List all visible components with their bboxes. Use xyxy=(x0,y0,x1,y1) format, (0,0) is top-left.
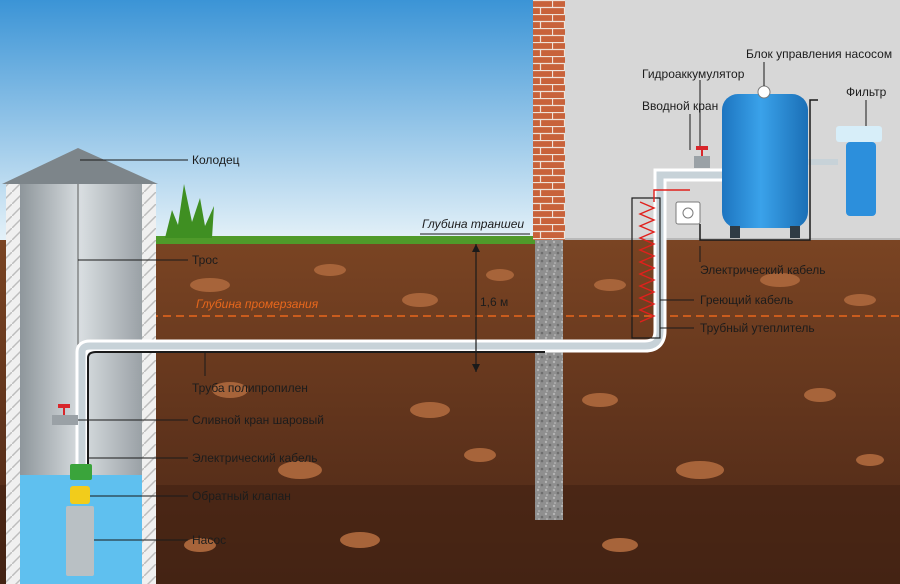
label-filter: Фильтр xyxy=(846,85,887,99)
check-valve-coupling xyxy=(70,464,92,480)
label-heating-cable: Греющий кабель xyxy=(700,293,793,307)
pump-control-unit xyxy=(757,85,771,99)
label-cable-well: Электрический кабель xyxy=(192,451,318,465)
pipe-insulation xyxy=(631,197,661,339)
label-pp-pipe: Труба полипропилен xyxy=(192,381,308,395)
well-wall-right xyxy=(142,184,156,584)
label-pump: Насос xyxy=(192,533,226,547)
well-wall-left xyxy=(6,184,20,584)
foundation xyxy=(535,240,563,520)
grass-strip xyxy=(150,236,540,244)
soil-stones xyxy=(184,264,884,552)
filter xyxy=(846,142,876,216)
ball-valve-body xyxy=(52,415,78,425)
inlet-valve xyxy=(694,156,710,168)
label-accumulator: Гидроаккумулятор xyxy=(642,67,745,81)
pump xyxy=(66,506,94,576)
label-well: Колодец xyxy=(192,153,240,167)
label-rope: Трос xyxy=(192,253,218,267)
label-inlet-valve: Вводной кран xyxy=(642,99,718,113)
well-electric-cable xyxy=(87,351,545,470)
heating-cable-lead xyxy=(653,189,690,202)
socket xyxy=(675,201,701,225)
brick-wall xyxy=(533,0,565,240)
leader-lines xyxy=(78,62,867,541)
heating-cable xyxy=(638,201,656,323)
accumulator xyxy=(722,94,808,228)
label-pump-control: Блок управления насосом xyxy=(746,47,892,61)
label-trench-depth: Глубина траншеи xyxy=(422,217,524,231)
ball-valve-handle xyxy=(58,404,70,408)
label-freeze-depth: Глубина промерзания xyxy=(196,297,319,311)
house-electric-cable xyxy=(699,99,818,241)
check-valve xyxy=(70,486,90,504)
label-check-valve: Обратный клапан xyxy=(192,489,291,503)
label-ball-valve: Сливной кран шаровый xyxy=(192,413,324,427)
label-depth-value: 1,6 м xyxy=(480,295,508,309)
grass-tuft xyxy=(165,184,214,238)
label-pipe-insulation: Трубный утеплитель xyxy=(700,321,815,335)
filter-cap xyxy=(836,126,882,142)
well-roof xyxy=(2,148,158,184)
label-cable-house: Электрический кабель xyxy=(700,263,826,277)
